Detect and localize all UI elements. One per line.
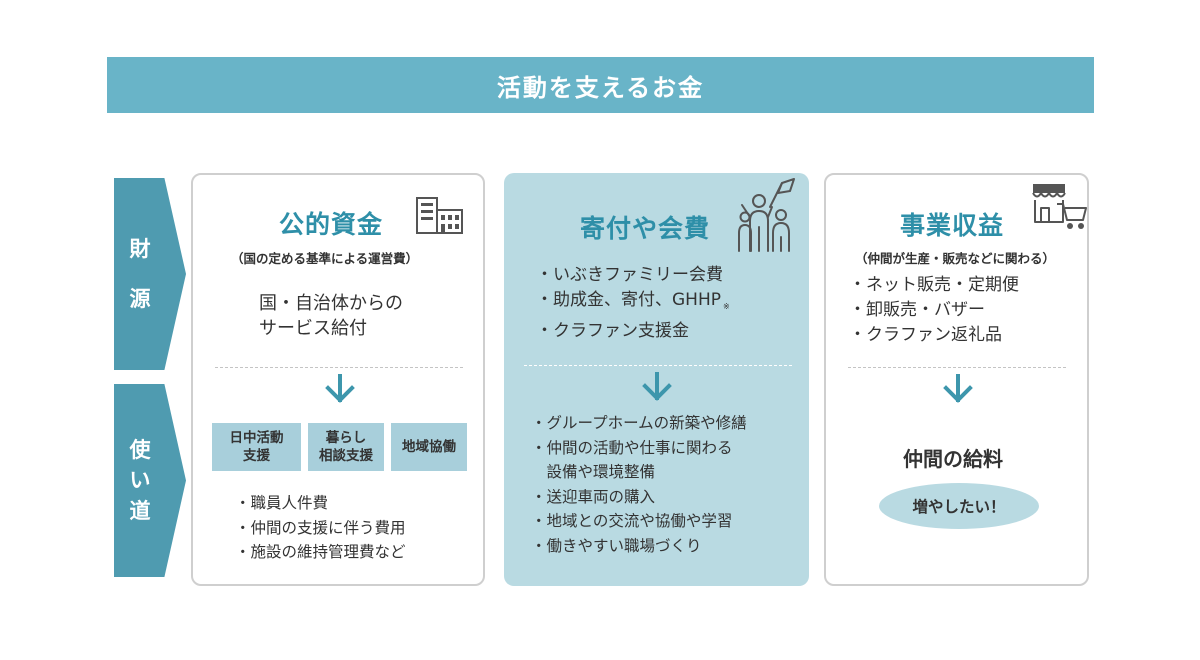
note-mark: ※	[723, 302, 730, 311]
category-daytime-support-line-2: 支援	[243, 448, 270, 464]
public-funds-title: 公的資金	[279, 210, 384, 239]
page-title: 活動を支えるお金	[496, 73, 705, 102]
people-flag-icon	[738, 178, 795, 252]
business-subtitle: （仲間が生産・販売などに関わる）	[855, 251, 1056, 266]
category-community-collaboration: 地域協働	[391, 423, 467, 471]
side-tab-source-char-2: 源	[129, 287, 151, 311]
side-tab-source: 財 源	[114, 178, 186, 370]
donations-divider	[524, 365, 792, 366]
list-item: ・職員人件費	[235, 494, 329, 512]
donations-source-list: ・いぶきファミリー会費 ・助成金、寄付、GHHP※ ・クラファン支援金	[536, 263, 730, 344]
down-arrow-icon	[642, 372, 672, 401]
list-item: ・仲間の活動や仕事に関わる	[531, 438, 733, 457]
business-title: 事業収益	[900, 211, 1005, 240]
list-item: ・送迎車両の購入	[531, 487, 656, 506]
side-tab-use-char-1: 使	[129, 437, 151, 462]
side-tab-use: 使 い 道	[114, 384, 186, 577]
list-item: ・働きやすい職場づくり	[531, 536, 702, 555]
side-tab-source-char-1: 財	[129, 236, 151, 261]
category-living-consultation: 暮らし 相談支援	[308, 423, 384, 471]
list-item: ・助成金、寄付、GHHP※	[536, 288, 730, 319]
list-item: ・施設の維持管理費など	[235, 543, 406, 561]
building-icon	[416, 197, 463, 234]
business-panel: 事業収益 （仲間が生産・販売などに関わる） ・ネット販売・定期便 ・卸販売・バザ…	[824, 173, 1089, 586]
list-item-text: ・助成金、寄付、GHHP	[536, 290, 721, 310]
public-funds-source-line-2: サービス給付	[259, 318, 367, 339]
public-funds-source-line-1: 国・自治体からの	[259, 293, 403, 314]
business-use-title: 仲間の給料	[903, 447, 1003, 471]
list-item: ・卸販売・バザー	[849, 300, 985, 320]
category-community-collaboration-line-1: 地域協働	[402, 439, 456, 455]
list-item: 設備や環境整備	[531, 463, 656, 481]
public-funds-source-text: 国・自治体からの サービス給付	[259, 291, 403, 341]
list-item: ・クラファン支援金	[536, 321, 689, 341]
donations-title: 寄付や会費	[580, 214, 711, 243]
public-funds-subtitle: （国の定める基準による運営費）	[231, 251, 419, 266]
donations-use-list: ・グループホームの新築や修繕 ・仲間の活動や仕事に関わる 設備や環境整備 ・送迎…	[531, 411, 747, 558]
business-use-pill-text: 増やしたい！	[912, 498, 1006, 516]
list-item: ・仲間の支援に伴う費用	[235, 518, 406, 537]
category-daytime-support: 日中活動 支援	[212, 423, 301, 471]
list-item: ・ネット販売・定期便	[849, 275, 1019, 295]
down-arrow-icon	[325, 374, 355, 403]
category-daytime-support-line-1: 日中活動	[229, 430, 284, 446]
list-item: ・地域との交流や協働や学習	[531, 512, 733, 530]
public-funds-divider	[215, 367, 463, 368]
donations-panel: 寄付や会費 ・いぶきファミリー会費 ・助成金、寄付、GHHP※ ・クラファン支援…	[504, 173, 809, 586]
down-arrow-icon	[943, 374, 973, 403]
list-item: ・クラファン返礼品	[849, 325, 1002, 345]
list-item: ・グループホームの新築や修繕	[531, 414, 747, 432]
list-item: ・いぶきファミリー会費	[536, 265, 723, 285]
shop-cart-icon	[1032, 184, 1087, 229]
business-divider	[848, 367, 1066, 368]
business-source-list: ・ネット販売・定期便 ・卸販売・バザー ・クラファン返礼品	[849, 273, 1019, 348]
side-tab-use-char-3: 道	[129, 498, 151, 523]
category-living-consultation-line-1: 暮らし	[325, 430, 367, 446]
business-use-pill: 増やしたい！	[879, 483, 1039, 529]
category-living-consultation-line-2: 相談支援	[319, 448, 373, 464]
public-funds-use-list: ・職員人件費 ・仲間の支援に伴う費用 ・施設の維持管理費など	[235, 491, 406, 565]
side-tab-use-char-2: い	[129, 468, 151, 493]
page-title-banner: 活動を支えるお金	[107, 57, 1094, 113]
public-funds-panel: 公的資金 （国の定める基準による運営費） 国・自治体からの サービス給付 日中活…	[191, 173, 485, 586]
